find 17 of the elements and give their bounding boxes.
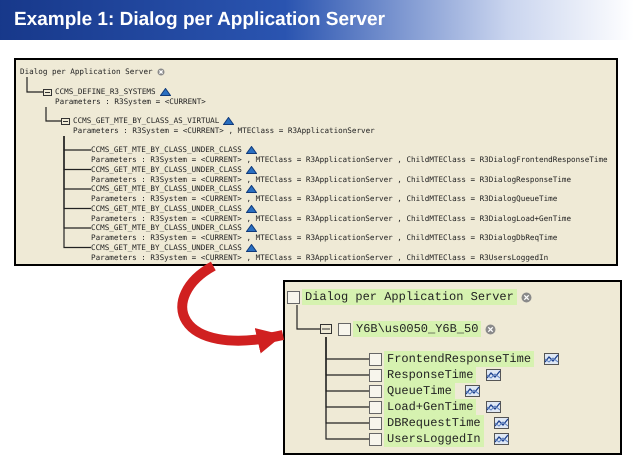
screen-panel bbox=[14, 58, 618, 266]
tree-item-label: DBRequestTime bbox=[384, 415, 484, 431]
tree-item-label: Load+GenTime bbox=[384, 399, 476, 415]
tree-root-label: Dialog per Application Server bbox=[302, 289, 517, 305]
tree-line bbox=[63, 136, 91, 248]
tree-item-label: QueueTime bbox=[384, 383, 455, 399]
tree-item-label: ResponseTime bbox=[384, 367, 476, 383]
screen-panel bbox=[283, 280, 622, 455]
slide-title: Example 1: Dialog per Application Server bbox=[14, 9, 385, 31]
tree-line bbox=[45, 107, 61, 122]
tree-line bbox=[325, 337, 369, 440]
tree-line bbox=[296, 305, 320, 330]
tree-line bbox=[26, 77, 43, 93]
tree-item-label: UsersLoggedIn bbox=[384, 431, 484, 447]
tree-item-label: FrontendResponseTime bbox=[384, 351, 534, 367]
tree-item-label: Y6B\us0050_Y6B_50 bbox=[353, 321, 482, 337]
curved-arrow bbox=[178, 262, 284, 352]
